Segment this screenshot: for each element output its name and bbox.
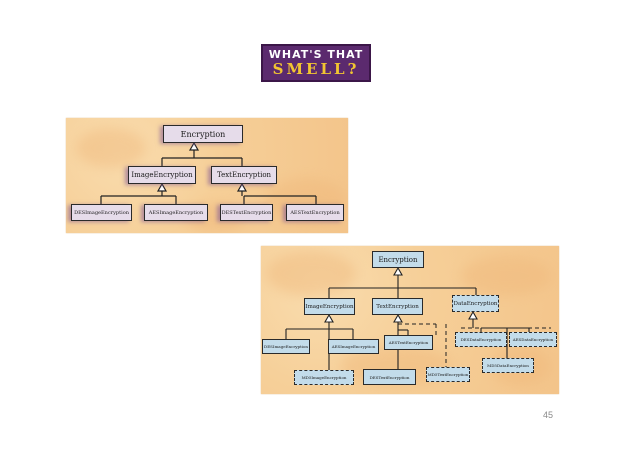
text-encryption-class: TextEncryption: [372, 298, 423, 315]
paper-stain: [76, 128, 146, 168]
des-data-encryption-class: DESDataEncryption: [455, 332, 507, 347]
page-number: 45: [543, 410, 554, 420]
class-diagram-explosion: Encryption ImageEncryption TextEncryptio…: [261, 246, 559, 394]
aes-text-encryption-class: AESTextEncryption: [384, 335, 433, 350]
inheritance-lines: [100, 141, 317, 204]
encryption-class: Encryption: [372, 251, 424, 268]
encryption-class: Encryption: [163, 125, 243, 143]
des-image-encryption-class: DESImageEncryption: [71, 204, 132, 221]
des-text-encryption-class: DESTextEncryption: [363, 369, 416, 385]
md5-data-encryption-class: MD5DataEncryption: [482, 358, 534, 373]
md5-text-encryption-class: MD5TextEncryption: [426, 367, 470, 382]
class-diagram-inheritance: Encryption ImageEncryption TextEncryptio…: [66, 118, 348, 233]
text-encryption-class: TextEncryption: [211, 166, 277, 184]
logo-line-2: SMELL?: [272, 60, 360, 78]
aes-text-encryption-class: AESTextEncryption: [286, 204, 344, 221]
image-encryption-class: ImageEncryption: [304, 298, 355, 315]
des-text-encryption-class: DESTextEncryption: [220, 204, 273, 221]
data-encryption-class: DataEncryption: [452, 295, 499, 312]
des-image-encryption-class: DESImageEncryption: [262, 339, 310, 354]
aes-image-encryption-class: AESImageEncryption: [328, 339, 379, 354]
image-encryption-class: ImageEncryption: [128, 166, 196, 184]
md5-image-encryption-class: MD5ImageEncryption: [294, 370, 354, 385]
aes-data-encryption-class: AESDataEncryption: [509, 332, 557, 347]
whats-that-smell-logo: WHAT'S THAT SMELL?: [261, 44, 371, 82]
logo-line-1: WHAT'S THAT: [268, 48, 364, 61]
aes-image-encryption-class: AESImageEncryption: [144, 204, 208, 221]
